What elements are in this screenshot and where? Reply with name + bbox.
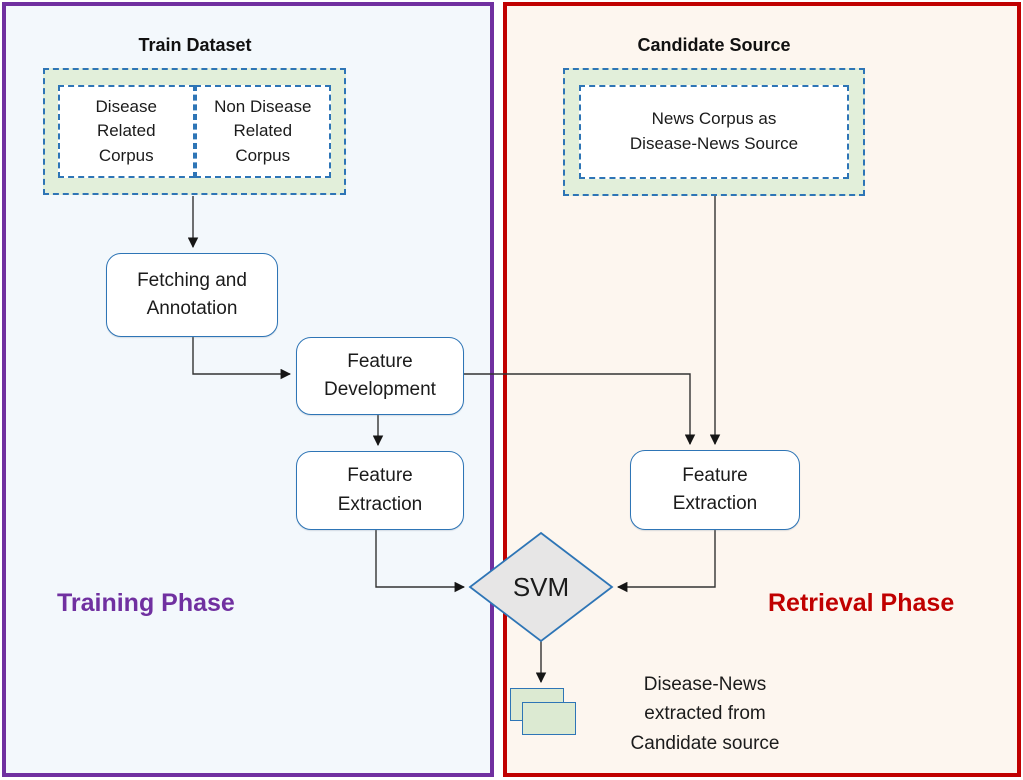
document-front-sheet — [522, 702, 576, 735]
news-corpus-box: News Corpus as Disease-News Source — [579, 85, 849, 179]
retrieval-phase-label: Retrieval Phase — [768, 589, 955, 617]
train-corpus-group: Disease Related Corpus Non Disease Relat… — [43, 68, 346, 195]
news-corpus-group: News Corpus as Disease-News Source — [563, 68, 865, 196]
fetching-annotation-box: Fetching and Annotation — [106, 253, 278, 337]
feature-development-box: Feature Development — [296, 337, 464, 415]
non-disease-corpus-box: Non Disease Related Corpus — [194, 85, 331, 178]
train-dataset-title: Train Dataset — [138, 35, 252, 55]
training-phase-label: Training Phase — [57, 589, 235, 617]
svm-node-label: SVM — [512, 571, 570, 602]
disease-corpus-box: Disease Related Corpus — [58, 85, 195, 178]
candidate-source-title: Candidate Source — [637, 35, 791, 55]
feature-extraction-left-box: Feature Extraction — [296, 451, 464, 530]
feature-extraction-right-box: Feature Extraction — [630, 450, 800, 530]
output-caption: Disease-News extracted from Candidate so… — [630, 674, 780, 754]
